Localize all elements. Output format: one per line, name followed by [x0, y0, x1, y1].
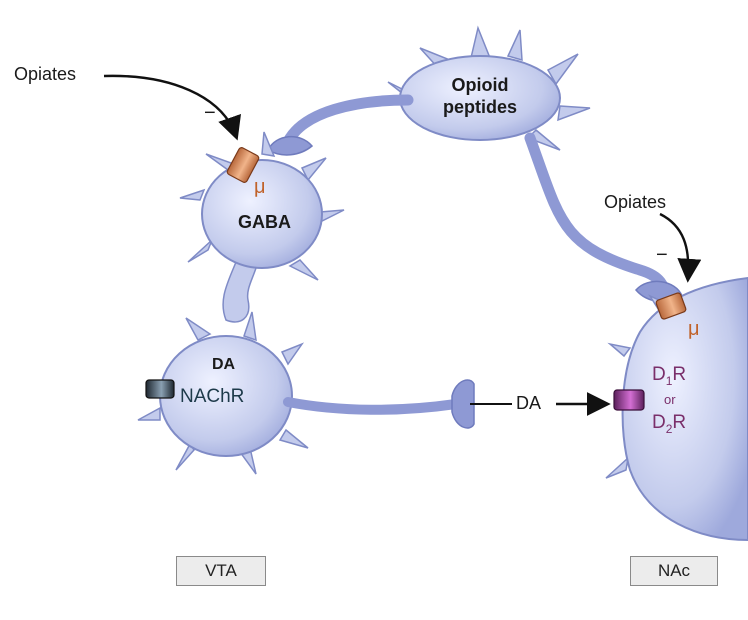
opiates-label-right: Opiates [604, 192, 667, 212]
mu-receptor-nac [655, 292, 687, 320]
opioid-label-line1: Opioid [451, 75, 509, 95]
da-release-label: DA [516, 393, 542, 413]
opioid-axon-right [524, 132, 670, 304]
opiates-label-left: Opiates [14, 64, 77, 84]
d2r-base: D [652, 412, 666, 433]
mu-label-nac: μ [688, 318, 700, 340]
d-receptor [613, 389, 645, 411]
opioid-terminal-left [267, 136, 314, 156]
vta-region-label: VTA [176, 556, 266, 586]
inhibit-sign-left: − [204, 102, 216, 124]
opioid-label-line2: peptides [442, 97, 517, 117]
da-terminal [451, 379, 475, 429]
mu-receptor-gaba [226, 147, 260, 183]
da-neuron-label: DA [212, 356, 236, 373]
gaba-label: GABA [238, 212, 291, 232]
d1r-sub: 1 [665, 373, 673, 388]
opiates-arrow-right [659, 212, 702, 283]
nachr-receptor [145, 379, 175, 399]
opioid-axon-left [280, 94, 414, 152]
nac-region-label: NAc [630, 556, 718, 586]
d1r-base: D [652, 364, 666, 385]
d1r-tail: R [672, 364, 687, 385]
opioid-label: Opioid peptides [432, 74, 528, 118]
inhibit-sign-right: − [656, 244, 668, 266]
d1r-label: D1R [652, 364, 686, 388]
da-neuron [137, 311, 309, 475]
or-label: or [664, 392, 676, 407]
mu-label-gaba: μ [254, 176, 266, 198]
d2r-sub: 2 [665, 421, 673, 436]
d2r-label: D2R [652, 412, 686, 436]
opiates-arrow-left [103, 74, 241, 141]
nachr-label: NAChR [180, 386, 245, 407]
gaba-neuron [179, 131, 345, 323]
d2r-tail: R [672, 412, 687, 433]
da-axon [283, 397, 461, 415]
